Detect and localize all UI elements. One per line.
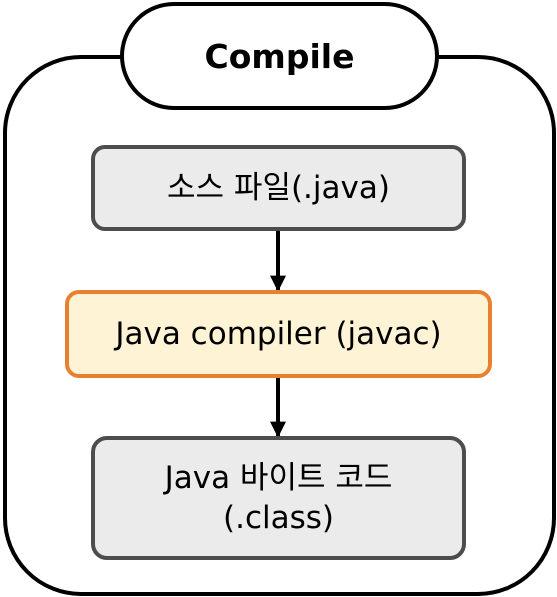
- bytecode-label-line2: (.class): [223, 500, 334, 536]
- java-compiler-label: Java compiler (javac): [115, 315, 442, 352]
- bytecode-node: Java 바이트 코드 (.class): [91, 436, 466, 560]
- bytecode-label-line1: Java 바이트 코드: [164, 459, 393, 496]
- source-file-node: 소스 파일(.java): [91, 145, 466, 231]
- java-compiler-node: Java compiler (javac): [65, 290, 492, 378]
- compile-title-label: Compile: [204, 36, 355, 76]
- source-file-label: 소스 파일(.java): [167, 169, 390, 206]
- compile-title: Compile: [120, 2, 439, 110]
